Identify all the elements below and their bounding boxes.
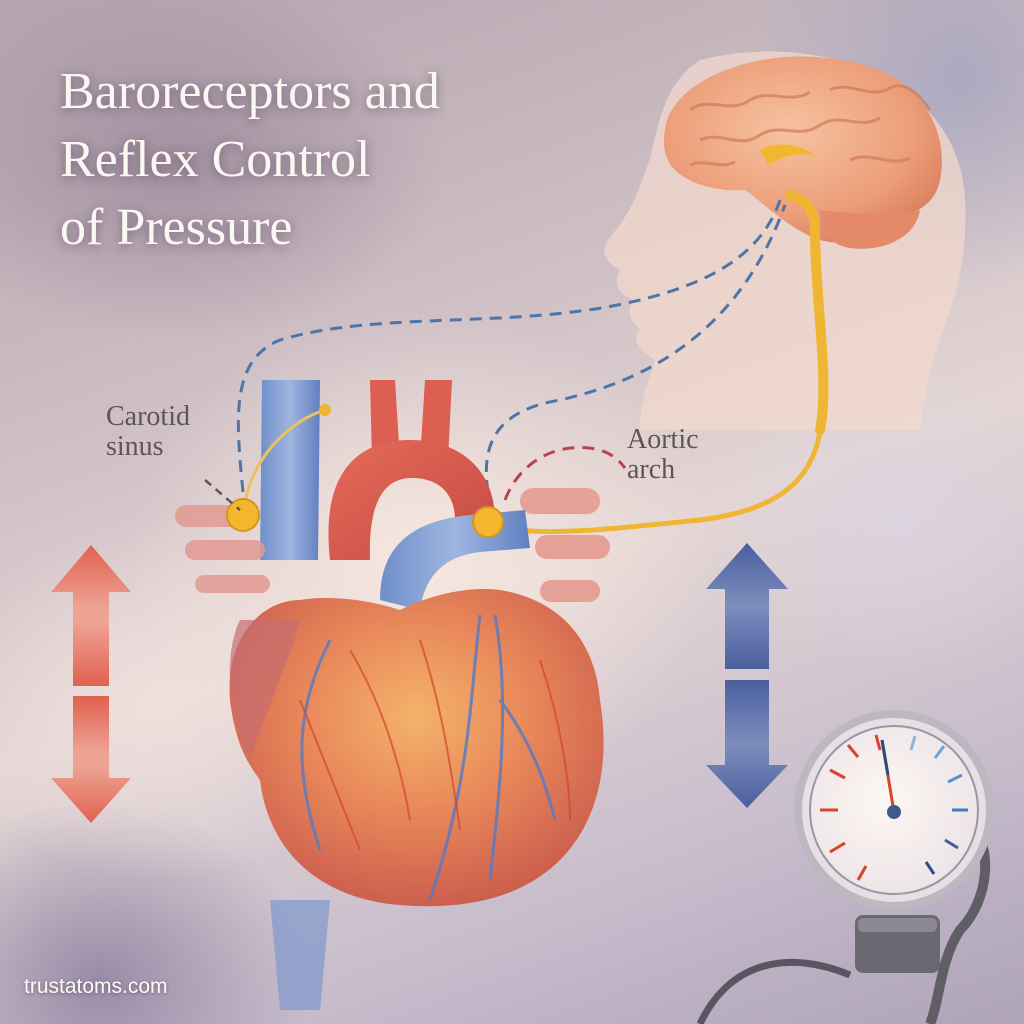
heart — [229, 589, 604, 907]
brain — [663, 56, 942, 435]
title-line-3: of Pressure — [60, 199, 293, 256]
blue-up-down-arrow — [706, 543, 788, 808]
carotid-sinus-label: Carotid sinus — [106, 402, 190, 462]
aortic-arch-label: Aortic arch — [627, 425, 699, 485]
aortic-label-line-2: arch — [627, 454, 676, 485]
title-line-2: Reflex Control — [60, 131, 371, 188]
aortic-arch-receptor — [472, 445, 627, 538]
red-up-down-arrow — [51, 545, 131, 823]
pressure-gauge — [696, 710, 994, 1024]
carotid-label-line-2: sinus — [106, 431, 164, 462]
page-title: Baroreceptors and Reflex Control of Pres… — [60, 58, 620, 262]
great-vessels — [175, 380, 610, 1010]
watermark: trustatoms.com — [24, 975, 168, 998]
carotid-sinus-receptor — [204, 404, 331, 532]
title-line-1: Baroreceptors and — [60, 63, 440, 120]
afferent-pathways — [236, 199, 787, 493]
efferent-nerve — [519, 419, 825, 535]
aortic-label-line-1: Aortic — [627, 424, 699, 455]
carotid-label-line-1: Carotid — [106, 401, 190, 432]
